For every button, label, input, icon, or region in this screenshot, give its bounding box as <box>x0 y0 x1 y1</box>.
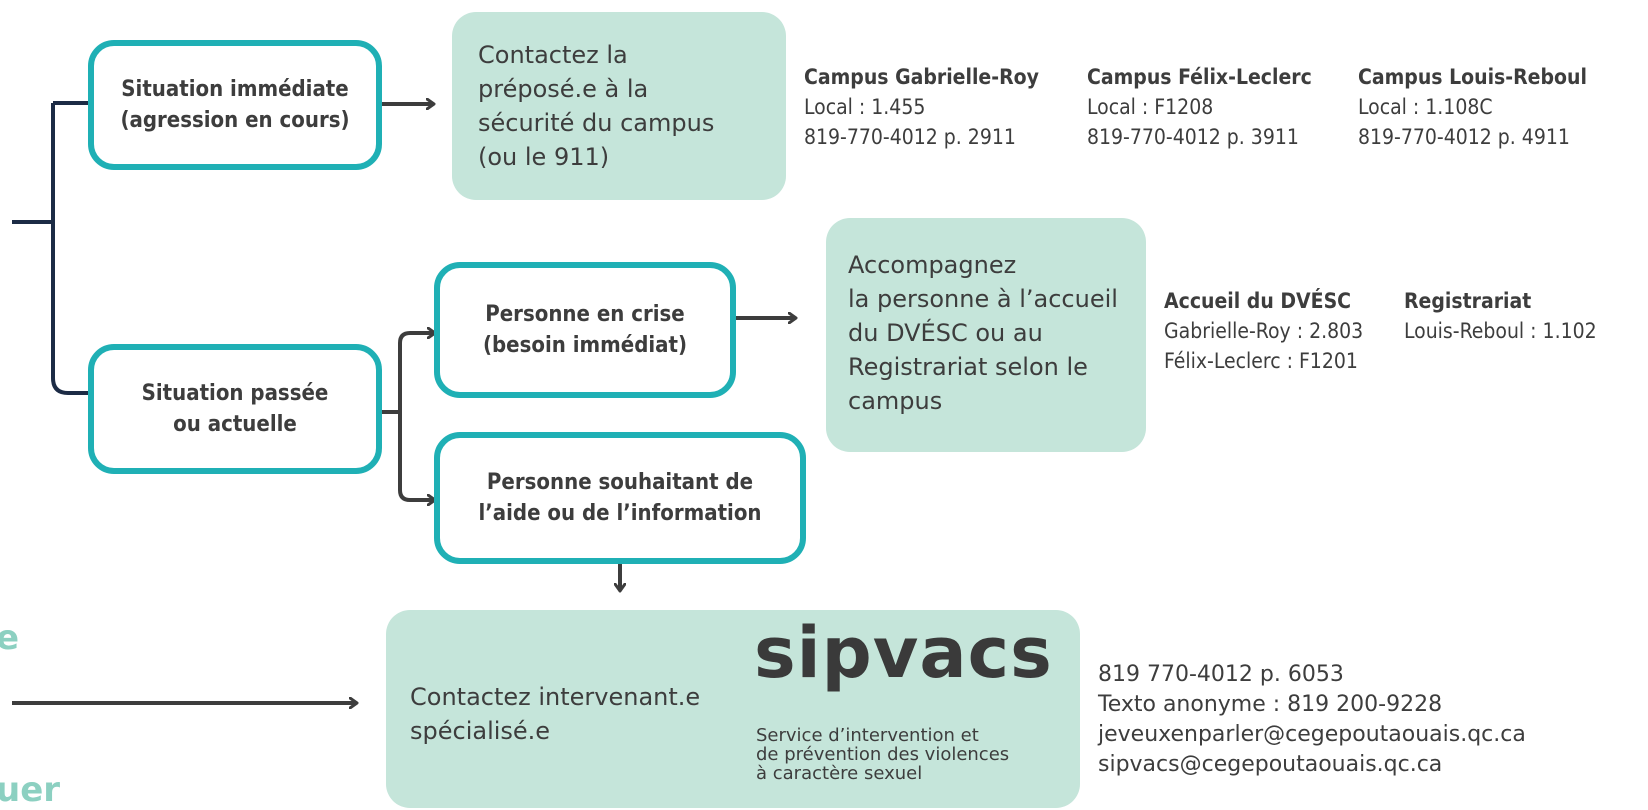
branch-past-connector <box>380 331 433 502</box>
panel-accompany: Accompagnez la personne à l’accueil du D… <box>826 218 1146 452</box>
panel-accompany-text: Accompagnez la personne à l’accueil du D… <box>848 251 1118 415</box>
panel-contact-specialist-text: Contactez intervenant.e spécialisé.e <box>410 683 701 745</box>
accueil-title: Accueil du DVÉSC <box>1164 289 1352 313</box>
node-situation-immediate: Situation immédiate (agression en cours) <box>88 40 382 170</box>
panel-contact-specialist: Contactez intervenant.e spécialisé.e sip… <box>386 610 1080 808</box>
campus-felix-leclerc: Campus Félix-Leclerc Local : F1208 819-7… <box>1087 62 1312 152</box>
registrariat-title: Registrariat <box>1404 289 1532 313</box>
node-situation-past: Situation passée ou actuelle <box>88 344 382 474</box>
sipvacs-contacts: 819 770-4012 p. 6053 Texto anonyme : 819… <box>1098 660 1526 780</box>
root-branch-connector <box>12 101 88 395</box>
campus-name: Campus Louis-Reboul <box>1358 65 1587 89</box>
left-heading-fragment-bottom: uer <box>0 770 61 810</box>
left-heading-fragment-top: e <box>0 618 20 658</box>
campus-name: Campus Gabrielle-Roy <box>804 65 1039 89</box>
campus-louis-reboul: Campus Louis-Reboul Local : 1.108C 819-7… <box>1358 62 1587 152</box>
registrariat-line: Louis-Reboul : 1.102 <box>1404 319 1597 343</box>
campus-phone: 819-770-4012 p. 4911 <box>1358 125 1570 149</box>
sipvacs-phone: 819 770-4012 p. 6053 <box>1098 662 1344 687</box>
registrariat: Registrariat Louis-Reboul : 1.102 <box>1404 286 1597 346</box>
campus-gabrielle-roy: Campus Gabrielle-Roy Local : 1.455 819-7… <box>804 62 1039 152</box>
sipvacs-subtitle: Service d’intervention et de prévention … <box>756 725 1010 784</box>
accueil-line: Félix-Leclerc : F1201 <box>1164 349 1358 373</box>
sipvacs-logo: sipvacs <box>754 612 1053 694</box>
sipvacs-email: sipvacs@cegepoutaouais.qc.ca <box>1098 752 1443 777</box>
node-person-help: Personne souhaitant de l’aide ou de l’in… <box>434 432 806 564</box>
node-person-crisis: Personne en crise (besoin immédiat) <box>434 262 736 398</box>
sipvacs-sms: Texto anonyme : 819 200-9228 <box>1098 692 1443 717</box>
panel-contact-security: Contactez la préposé.e à la sécurité du … <box>452 12 786 200</box>
panel-contact-security-text: Contactez la préposé.e à la sécurité du … <box>478 41 715 171</box>
campus-local: Local : F1208 <box>1087 95 1214 119</box>
accueil-line: Gabrielle-Roy : 2.803 <box>1164 319 1364 343</box>
campus-phone: 819-770-4012 p. 2911 <box>804 125 1016 149</box>
campus-local: Local : 1.455 <box>804 95 926 119</box>
campus-local: Local : 1.108C <box>1358 95 1493 119</box>
sipvacs-email: jeveuxenparler@cegepoutaouais.qc.ca <box>1098 722 1526 747</box>
campus-name: Campus Félix-Leclerc <box>1087 65 1312 89</box>
accueil-dvesc: Accueil du DVÉSC Gabrielle-Roy : 2.803 F… <box>1164 286 1363 376</box>
campus-phone: 819-770-4012 p. 3911 <box>1087 125 1299 149</box>
